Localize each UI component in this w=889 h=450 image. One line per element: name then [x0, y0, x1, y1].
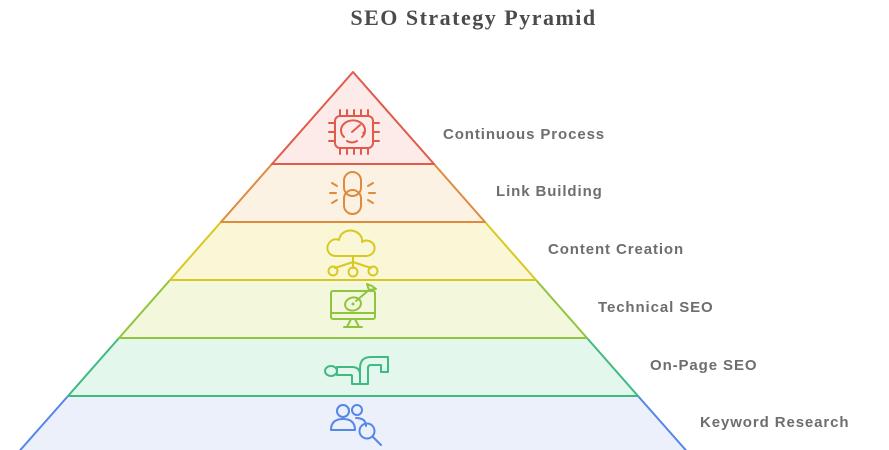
cpu-gauge-icon	[328, 109, 380, 155]
pyramid-level-technical-seo-shape	[118, 279, 588, 339]
cloud-network-icon	[326, 229, 379, 278]
label-content-creation: Content Creation	[548, 241, 685, 258]
label-on-page-seo: On-Page SEO	[650, 357, 758, 374]
flow-arrows-icon	[324, 356, 389, 385]
page-title: SEO Strategy Pyramid	[350, 5, 597, 30]
users-search-icon	[330, 404, 382, 446]
monitor-target-icon	[330, 283, 377, 328]
chain-link-icon	[329, 171, 376, 215]
label-keyword-research: Keyword Research	[700, 414, 850, 431]
pyramid-level-continuous-process-shape	[271, 71, 435, 165]
label-continuous-process: Continuous Process	[443, 126, 606, 143]
label-technical-seo: Technical SEO	[598, 299, 714, 316]
label-link-building: Link Building	[496, 183, 603, 200]
